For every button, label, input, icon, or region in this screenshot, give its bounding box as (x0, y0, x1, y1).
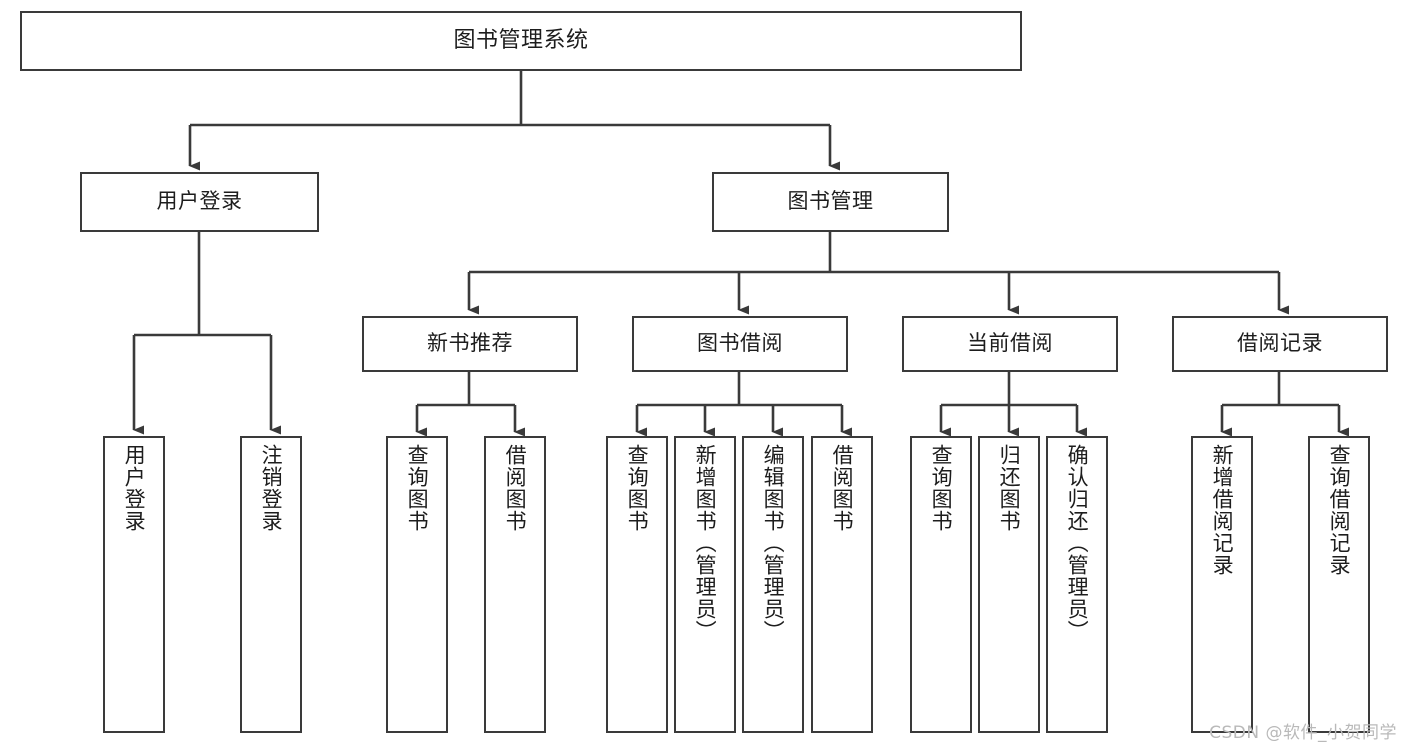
node-leaf-query-book-1[interactable]: 查询图书 (386, 436, 448, 733)
node-leaf-add-record[interactable]: 新增借阅记录 (1191, 436, 1253, 733)
node-leaf-borrow-book-1-label: 借阅图书 (503, 444, 528, 532)
node-leaf-query-book-3[interactable]: 查询图书 (910, 436, 972, 733)
node-leaf-borrow-book-1[interactable]: 借阅图书 (484, 436, 546, 733)
node-leaf-return-book-label: 归还图书 (997, 444, 1022, 532)
node-leaf-add-book-label: 新增图书（管理员） (693, 444, 718, 642)
node-new-book-recommend-label: 新书推荐 (427, 331, 513, 356)
node-leaf-user-login-label: 用户登录 (122, 444, 147, 532)
node-book-borrow-label: 图书借阅 (697, 331, 783, 356)
node-leaf-return-book[interactable]: 归还图书 (978, 436, 1040, 733)
node-leaf-logout-login[interactable]: 注销登录 (240, 436, 302, 733)
node-current-borrow-label: 当前借阅 (967, 331, 1053, 356)
node-borrow-record[interactable]: 借阅记录 (1172, 316, 1388, 372)
node-leaf-confirm-return-label: 确认归还（管理员） (1065, 444, 1090, 642)
node-leaf-add-book[interactable]: 新增图书（管理员） (674, 436, 736, 733)
node-new-book-recommend[interactable]: 新书推荐 (362, 316, 578, 372)
node-leaf-logout-login-label: 注销登录 (259, 444, 284, 532)
node-leaf-borrow-book-2[interactable]: 借阅图书 (811, 436, 873, 733)
node-leaf-query-record[interactable]: 查询借阅记录 (1308, 436, 1370, 733)
node-leaf-user-login[interactable]: 用户登录 (103, 436, 165, 733)
node-leaf-borrow-book-2-label: 借阅图书 (830, 444, 855, 532)
node-root-system-label: 图书管理系统 (453, 27, 589, 53)
node-leaf-edit-book[interactable]: 编辑图书（管理员） (742, 436, 804, 733)
node-leaf-confirm-return[interactable]: 确认归还（管理员） (1046, 436, 1108, 733)
node-borrow-record-label: 借阅记录 (1237, 331, 1323, 356)
csdn-watermark: CSDN @软件_小贺同学 (1209, 723, 1397, 743)
node-book-manage-label: 图书管理 (787, 189, 874, 214)
node-leaf-query-book-2-label: 查询图书 (625, 444, 650, 532)
node-user-login-label: 用户登录 (156, 189, 243, 214)
node-leaf-query-book-3-label: 查询图书 (929, 444, 954, 532)
node-current-borrow[interactable]: 当前借阅 (902, 316, 1118, 372)
node-leaf-add-record-label: 新增借阅记录 (1210, 444, 1235, 576)
node-book-manage[interactable]: 图书管理 (712, 172, 949, 232)
node-leaf-query-book-2[interactable]: 查询图书 (606, 436, 668, 733)
node-book-borrow[interactable]: 图书借阅 (632, 316, 848, 372)
node-leaf-query-record-label: 查询借阅记录 (1327, 444, 1352, 576)
node-root-system[interactable]: 图书管理系统 (20, 11, 1022, 71)
node-user-login[interactable]: 用户登录 (80, 172, 319, 232)
node-leaf-query-book-1-label: 查询图书 (405, 444, 430, 532)
node-leaf-edit-book-label: 编辑图书（管理员） (761, 444, 786, 642)
